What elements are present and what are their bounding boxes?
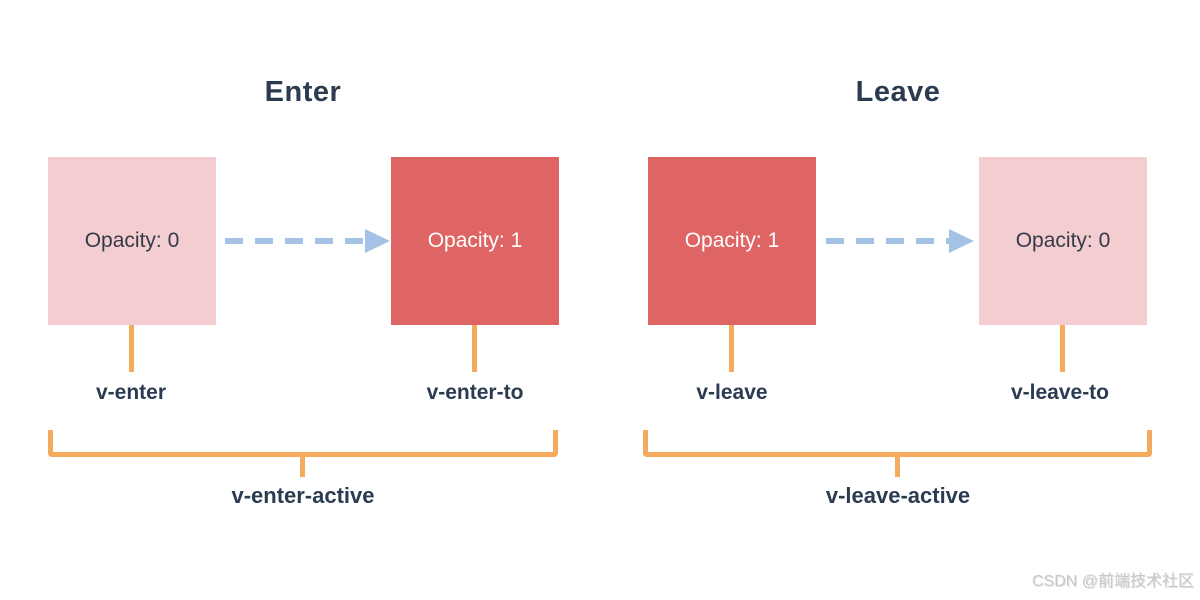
leave-active-bracket [643,430,1152,457]
class-label-v-enter-active: v-enter-active [231,483,375,508]
csdn-watermark: CSDN @前端技术社区 [1031,573,1194,590]
leave-transition-arrow [826,229,975,253]
connector-line [472,325,477,372]
enter-section: Enter Opacity: 0 Opacity: 1 v-enter v-en… [48,76,559,508]
class-label-v-leave-active: v-leave-active [825,483,971,508]
enter-transition-arrow [225,229,391,253]
class-label-v-enter-to: v-enter-to [426,381,524,404]
class-label-v-leave: v-leave [696,381,768,404]
dashed-line [826,238,949,244]
leave-end-box-label: Opacity: 0 [1015,229,1111,252]
enter-start-box-label: Opacity: 0 [84,229,180,252]
class-label-v-leave-to: v-leave-to [1010,381,1110,404]
enter-title: Enter [264,76,342,108]
leave-end-box: Opacity: 0 [979,157,1147,325]
leave-section: Leave Opacity: 1 Opacity: 0 v-leave v-le… [600,0,1200,600]
dashed-line [225,238,365,244]
enter-end-box: Opacity: 1 [391,157,559,325]
connector-line [729,325,734,372]
enter-active-bracket [48,430,558,457]
enter-start-box: Opacity: 0 [48,157,216,325]
class-label-v-enter: v-enter [95,381,167,404]
connector-line [1060,325,1065,372]
connector-line [129,325,134,372]
leave-title: Leave [855,76,941,108]
arrow-head-icon [365,229,390,253]
leave-active-bracket-stem [895,456,900,477]
enter-active-bracket-stem [300,456,305,477]
leave-start-box: Opacity: 1 [648,157,816,325]
leave-start-box-label: Opacity: 1 [684,229,780,252]
arrow-head-icon [949,229,974,253]
enter-end-box-label: Opacity: 1 [427,229,523,252]
